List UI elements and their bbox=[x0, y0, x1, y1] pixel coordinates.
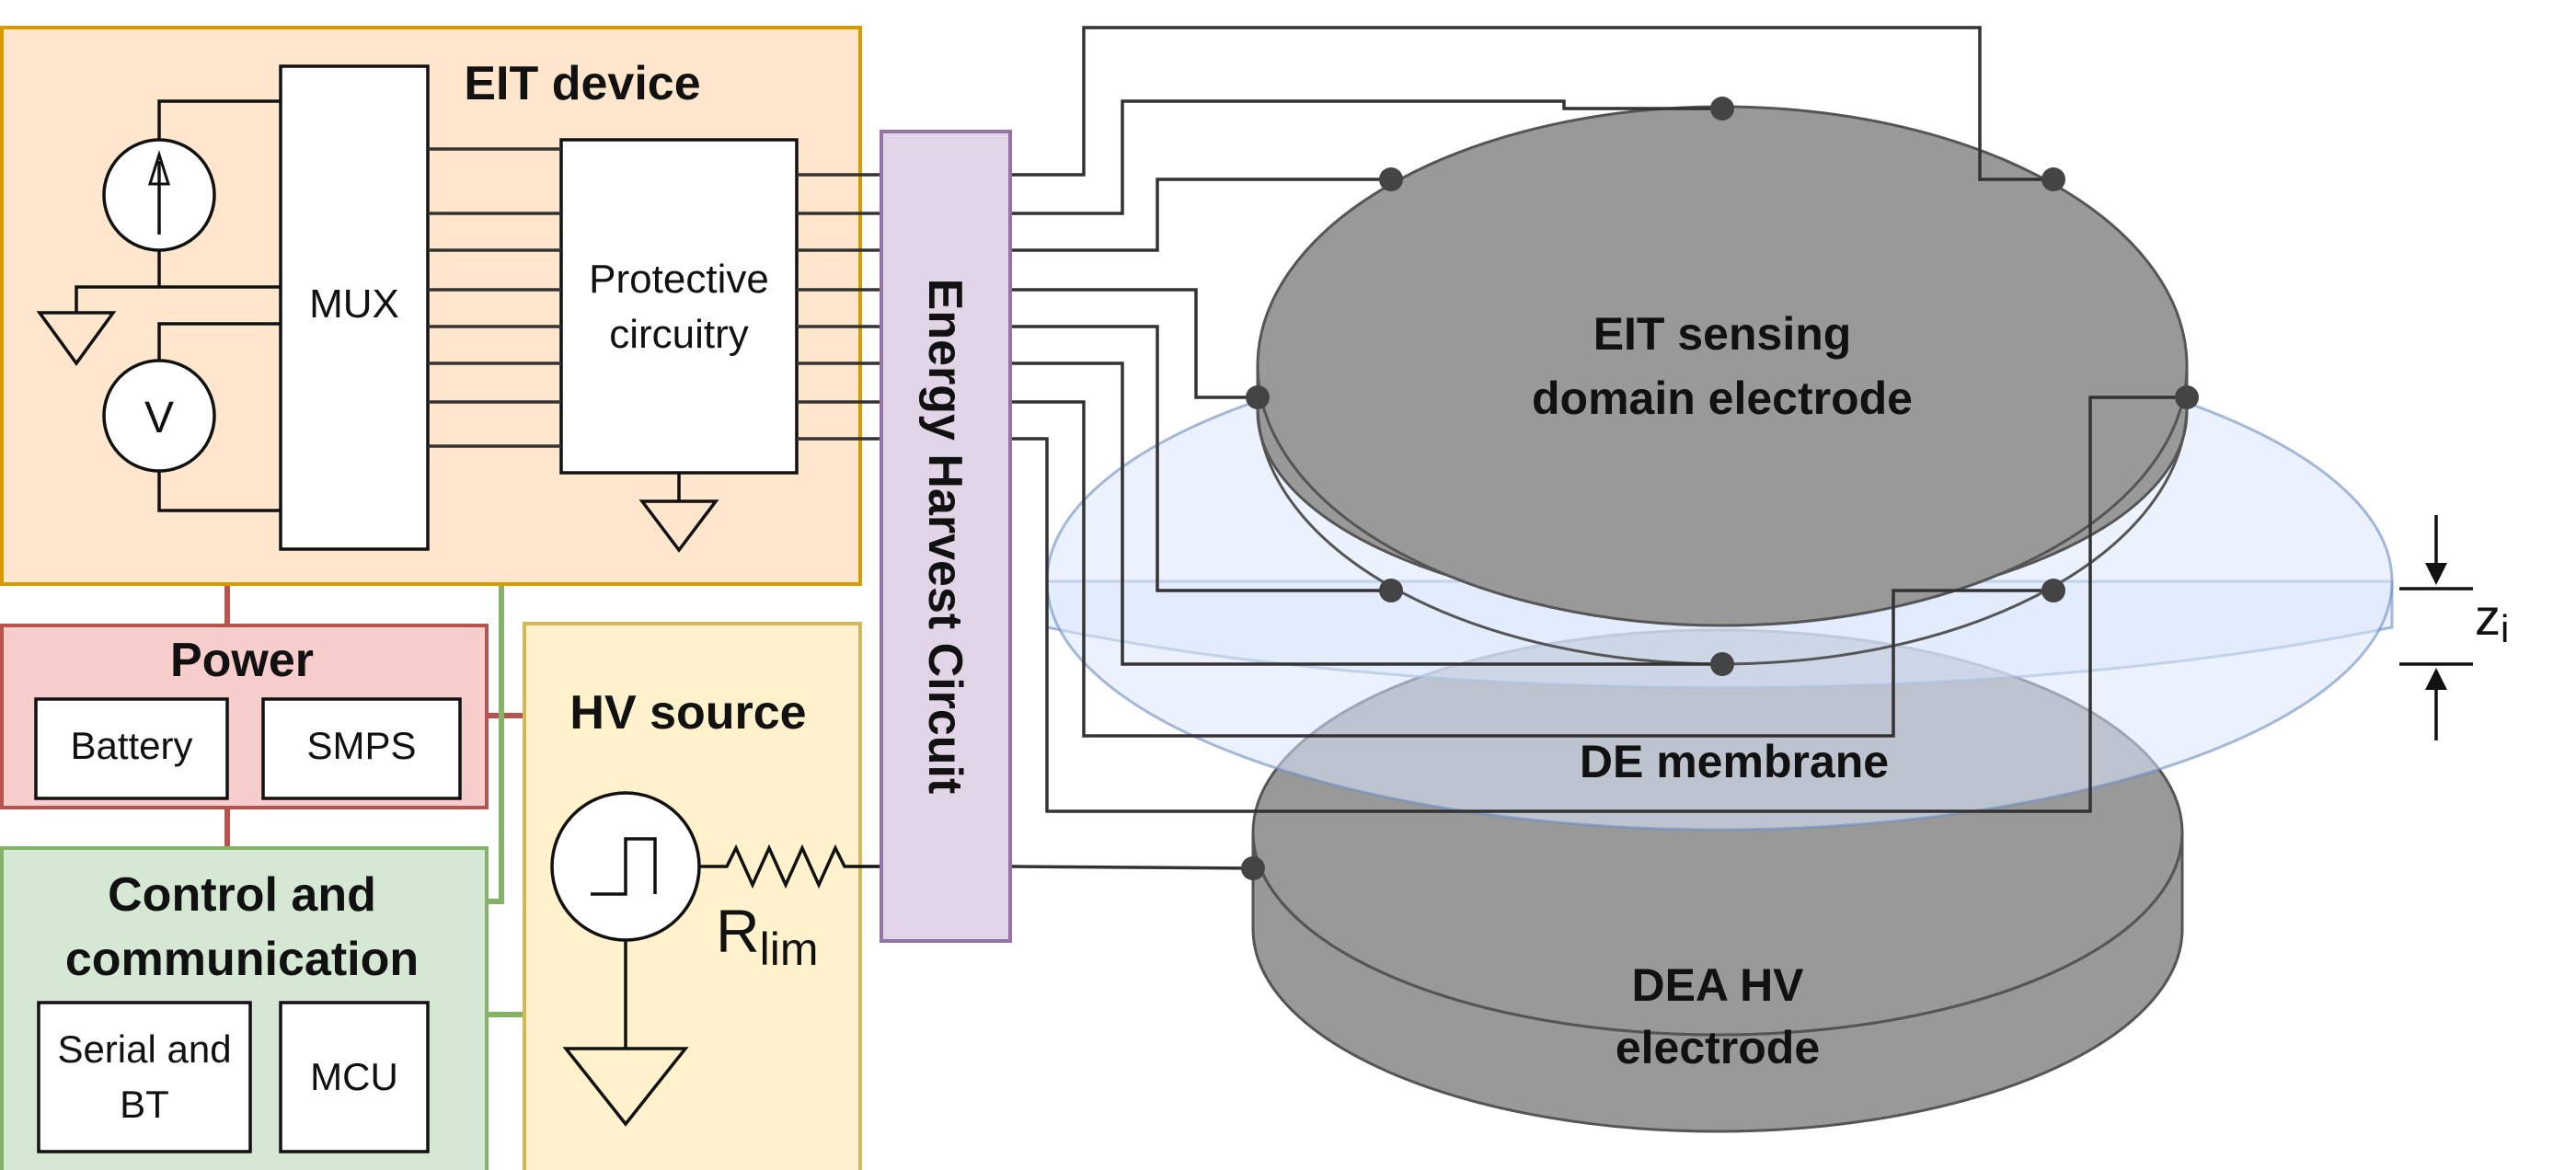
power-block: Power Battery SMPS bbox=[0, 624, 489, 809]
bus-lines bbox=[224, 584, 524, 1017]
eit-sensing-electrode bbox=[1256, 105, 2189, 666]
mux-label: MUX bbox=[309, 281, 399, 327]
ground-icon bbox=[36, 285, 159, 366]
ground-icon bbox=[638, 473, 719, 553]
serial-bt-box bbox=[37, 1001, 252, 1153]
mcu-box bbox=[279, 1001, 430, 1153]
power-title: Power bbox=[170, 634, 314, 687]
eit-device-title: EIT device bbox=[464, 57, 700, 110]
membrane-label: DE membrane bbox=[1580, 736, 1889, 787]
control-communication-block: Control and communication Serial and BT … bbox=[0, 846, 489, 1170]
protective-label-line2: circuitry bbox=[609, 312, 749, 357]
thickness-label: zi bbox=[2475, 588, 2509, 650]
voltmeter-icon: V bbox=[102, 322, 281, 512]
serial-label-line2: BT bbox=[120, 1083, 169, 1126]
electrode-wires bbox=[1009, 26, 2187, 870]
eit-electrode-label-line1: EIT sensing bbox=[1593, 308, 1852, 360]
ground-icon bbox=[562, 1047, 689, 1127]
battery-label: Battery bbox=[70, 724, 192, 767]
protective-circuitry-box bbox=[559, 138, 799, 475]
battery-box bbox=[34, 697, 229, 800]
dea-electrode-label-line2: electrode bbox=[1616, 1022, 1820, 1073]
eit-device-block: EIT device MUX Protective circuitry bbox=[0, 26, 881, 586]
energy-harvest-label: Energy Harvest Circuit bbox=[918, 279, 972, 795]
serial-label-line1: Serial and bbox=[57, 1027, 231, 1071]
arrow-up-icon bbox=[2425, 668, 2447, 690]
control-title-line1: Control and bbox=[108, 868, 376, 922]
smps-box bbox=[261, 697, 462, 800]
electrode-contacts bbox=[1241, 97, 2199, 880]
control-title-line2: communication bbox=[65, 933, 419, 986]
hv-source-block: HV source Rlim bbox=[523, 622, 881, 1170]
current-source-icon bbox=[102, 99, 281, 289]
arrow-down-icon bbox=[2425, 563, 2447, 585]
hv-source-title: HV source bbox=[569, 686, 806, 740]
mcu-label: MCU bbox=[310, 1055, 398, 1098]
eit-electrode-label-line2: domain electrode bbox=[1532, 373, 1913, 424]
protective-label-line1: Protective bbox=[589, 257, 769, 302]
voltmeter-label: V bbox=[144, 394, 174, 442]
resistor-icon bbox=[699, 843, 881, 889]
smps-label: SMPS bbox=[306, 724, 416, 767]
resistor-label: Rlim bbox=[716, 897, 819, 975]
thickness-annotation: zi bbox=[2399, 515, 2509, 740]
energy-harvest-block: Energy Harvest Circuit bbox=[880, 130, 1012, 943]
dea-electrode-label-line1: DEA HV bbox=[1631, 959, 1804, 1011]
mux-box bbox=[279, 64, 430, 551]
